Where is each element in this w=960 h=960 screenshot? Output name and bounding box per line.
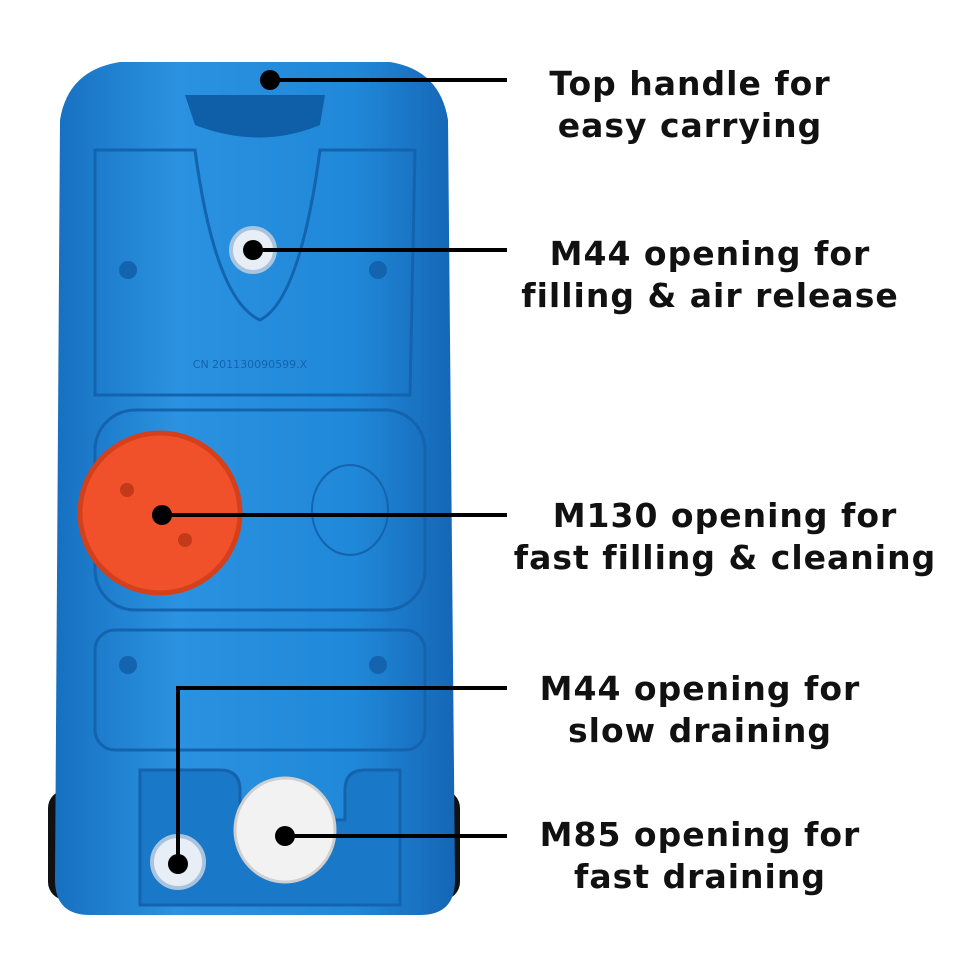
callout-label-m44-filling: M44 opening for filling & air release bbox=[510, 233, 910, 317]
callout-line2: fast draining bbox=[574, 857, 826, 896]
callout-line2: filling & air release bbox=[521, 276, 899, 315]
embossed-text: CN 201130090599.X bbox=[193, 358, 308, 371]
callout-label-top-handle: Top handle for easy carrying bbox=[520, 63, 860, 147]
callout-label-m85: M85 opening for fast draining bbox=[520, 814, 880, 898]
callout-line1: M130 opening for bbox=[552, 496, 898, 535]
callout-label-m44-draining: M44 opening for slow draining bbox=[520, 668, 880, 752]
callout-dot-2 bbox=[243, 240, 263, 260]
callout-line2: fast filling & cleaning bbox=[513, 538, 937, 577]
callout-line1: M44 opening for bbox=[549, 234, 871, 273]
callout-line2: easy carrying bbox=[557, 106, 823, 145]
callout-line1: M44 opening for bbox=[539, 669, 861, 708]
callout-dot-3 bbox=[152, 505, 172, 525]
callout-dot-1 bbox=[260, 70, 280, 90]
callout-line-4 bbox=[176, 686, 507, 864]
callout-dot-4 bbox=[168, 854, 188, 874]
callout-line1: M85 opening for bbox=[539, 815, 861, 854]
top-handle bbox=[185, 95, 325, 138]
callout-label-m130: M130 opening for fast filling & cleaning bbox=[500, 495, 950, 579]
callout-dot-5 bbox=[275, 826, 295, 846]
callout-line1: Top handle for bbox=[549, 64, 831, 103]
callout-line2: slow draining bbox=[568, 711, 832, 750]
tank-body bbox=[55, 62, 455, 915]
